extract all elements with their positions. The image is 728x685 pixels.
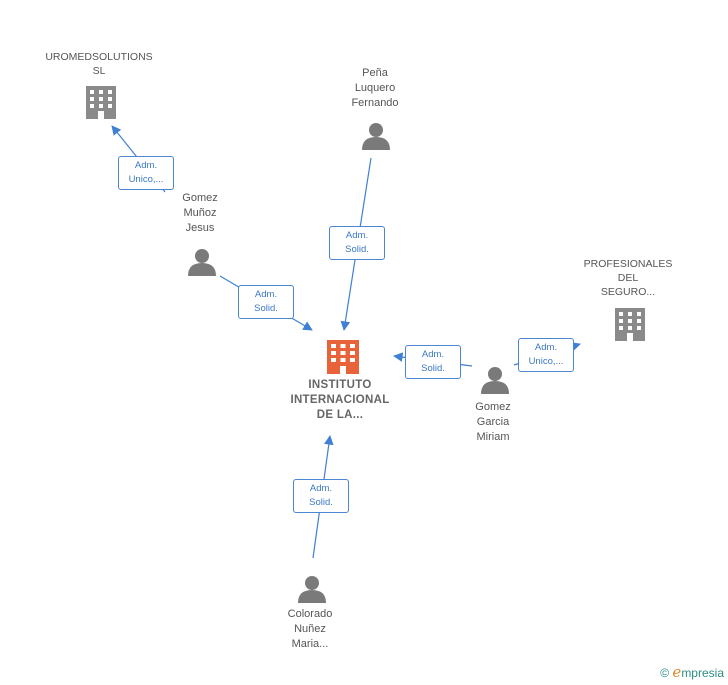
person-icon: [481, 367, 509, 394]
building-icon: [615, 308, 645, 341]
node-profesionales-del-seguro[interactable]: PROFESIONALES DEL SEGURO...: [583, 258, 673, 298]
edge-label-e3[interactable]: Adm. Solid.: [238, 285, 294, 319]
edge-label-e6[interactable]: Adm. Solid.: [293, 479, 349, 513]
person-icon: [298, 576, 326, 603]
node-pena-luquero-fernando[interactable]: Peña Luquero Fernando: [351, 67, 399, 109]
node-gomez-garcia-miriam[interactable]: Gomez Garcia Miriam: [475, 401, 511, 443]
node-instituto-internacional[interactable]: INSTITUTO INTERNACIONAL DE LA...: [290, 379, 390, 421]
brand-logo-text: mpresia: [681, 666, 724, 680]
node-uromedsolutions[interactable]: UROMEDSOLUTIONS SL: [45, 51, 153, 77]
brand-footer[interactable]: © empresia: [660, 663, 724, 681]
copyright-icon: ©: [660, 666, 670, 680]
brand-logo-initial: e: [672, 663, 682, 681]
building-icon: [86, 86, 116, 119]
edge-label-e4[interactable]: Adm. Solid.: [405, 345, 461, 379]
edge-label-e2[interactable]: Adm. Solid.: [329, 226, 385, 260]
node-colorado-nunez-maria[interactable]: Colorado Nuñez Maria...: [287, 608, 333, 650]
person-icon: [362, 123, 390, 150]
person-icon: [188, 249, 216, 276]
node-gomez-munoz-jesus[interactable]: Gomez Muñoz Jesus: [182, 192, 218, 234]
focus-building-icon: [327, 340, 359, 374]
edge-label-e1[interactable]: Adm. Unico,...: [118, 156, 174, 190]
edge-label-e5[interactable]: Adm. Unico,...: [518, 338, 574, 372]
